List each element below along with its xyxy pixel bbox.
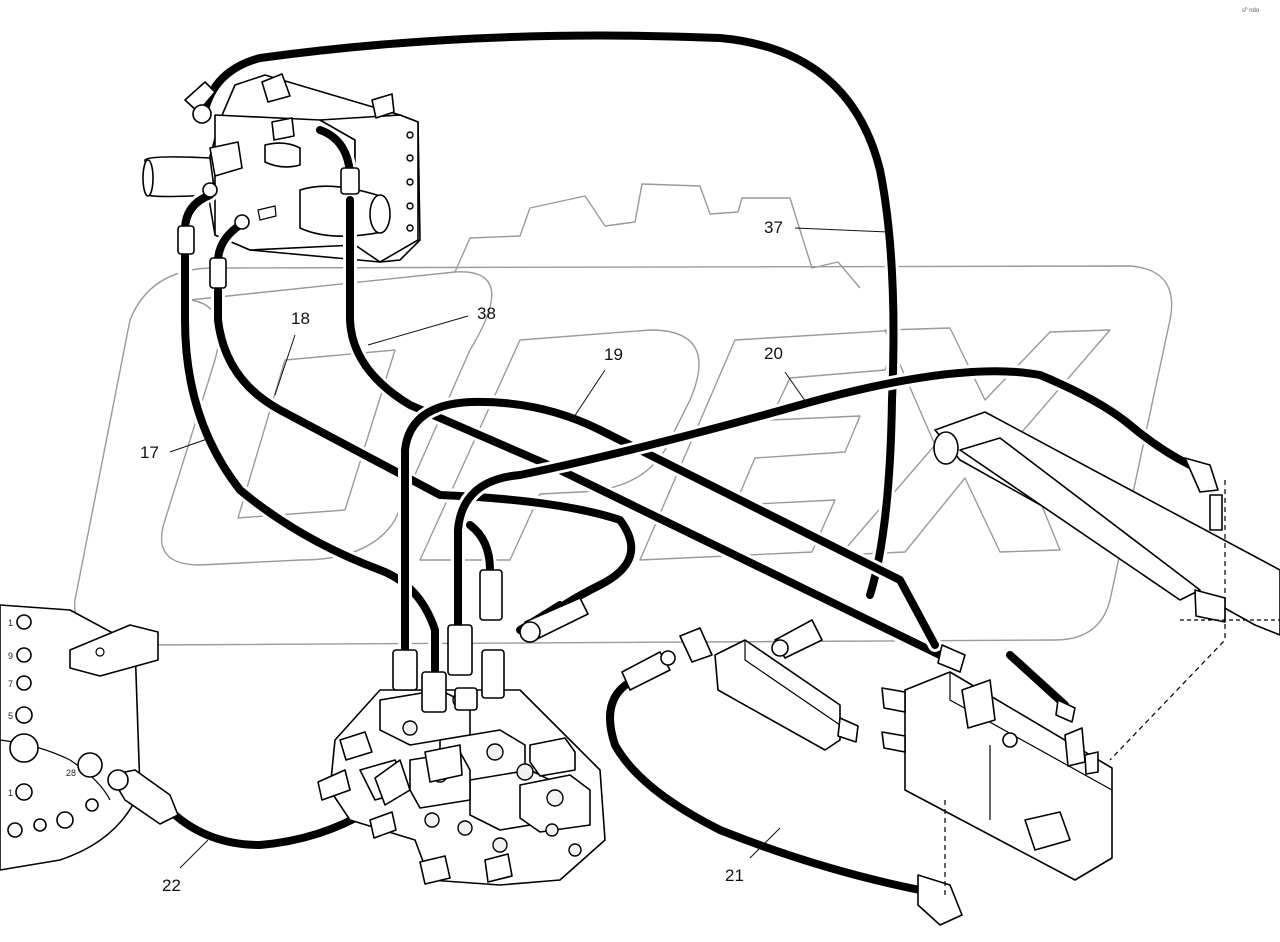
hose-21 — [606, 678, 924, 894]
callout-37: 37 — [764, 218, 783, 237]
distribution-block — [881, 480, 1226, 895]
cylinder-boom — [933, 411, 1280, 636]
hose-short — [466, 521, 494, 574]
watermark-gear — [454, 183, 861, 289]
callout-17: 17 — [140, 443, 159, 462]
pump-fittings — [177, 81, 360, 289]
callout-19: 19 — [604, 345, 623, 364]
hose-18 — [214, 286, 636, 624]
hose-38 — [346, 196, 944, 659]
watermark-letter-x — [839, 327, 1111, 556]
left-flange: 1 9 7 5 28 1 — [0, 604, 159, 871]
hoses — [168, 28, 1197, 897]
flange-label-1: 1 — [8, 618, 13, 628]
hose-fittings — [107, 457, 1223, 926]
flange-label-7: 7 — [8, 679, 13, 689]
hydraulic-pump — [142, 73, 421, 263]
callout-22: 22 — [162, 876, 181, 895]
callout-21: 21 — [725, 866, 744, 885]
hose-20 — [454, 367, 1194, 629]
flange-label-9: 9 — [8, 651, 13, 661]
hose-22 — [171, 791, 394, 849]
callout-18: 18 — [291, 309, 310, 328]
flange-label-1b: 1 — [8, 788, 13, 798]
corner-mark: sᴾ ndo — [1242, 7, 1260, 14]
callout-38: 38 — [477, 304, 496, 323]
callouts: 17 18 38 19 20 37 21 22 — [140, 218, 783, 895]
callout-20: 20 — [764, 344, 783, 363]
small-valve — [714, 639, 859, 751]
flange-label-28: 28 — [66, 768, 76, 778]
leader-lines — [169, 227, 889, 869]
flange-label-5: 5 — [8, 711, 13, 721]
hose-37 — [201, 31, 898, 599]
hose-19 — [401, 397, 939, 659]
